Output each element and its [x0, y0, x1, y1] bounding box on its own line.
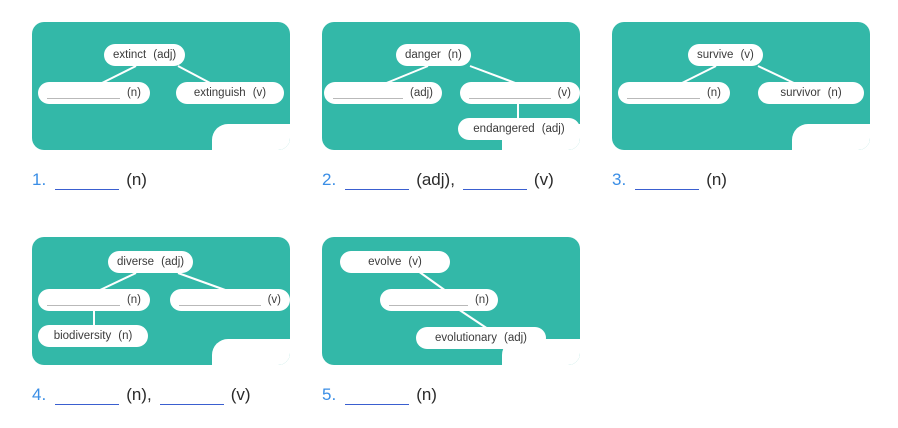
- answer-number-4: 4.: [32, 385, 47, 404]
- answer-pos-4-1: (n),: [126, 385, 152, 404]
- node-left-blank-2[interactable]: [333, 87, 403, 99]
- card-notch-4: [212, 339, 290, 365]
- answer-pos-2-2: (v): [533, 170, 554, 189]
- answer-blank-3-1[interactable]: [635, 174, 700, 190]
- word-family-card-1: extinct (adj) (n) extinguish (v): [32, 22, 290, 150]
- answer-line-2: 2. (adj), (v): [322, 170, 612, 190]
- node-middle-blank-5[interactable]: [389, 294, 468, 306]
- node-root-pos-1: (adj): [153, 49, 177, 61]
- node-root-word-3: survive: [697, 49, 734, 61]
- word-family-card-4: diverse (adj) (n) (v) biodiversity (n): [32, 237, 290, 365]
- connector-lines-4: [93, 272, 229, 327]
- node-root-pos-5: (v): [408, 256, 422, 268]
- node-bottom-pos-5: (adj): [504, 332, 528, 344]
- node-bottom-5: evolutionary (adj): [416, 327, 546, 349]
- node-root-5: evolve (v): [340, 251, 450, 273]
- answer-line-5: 5. (n): [322, 385, 612, 405]
- node-root-pos-3: (v): [740, 49, 754, 61]
- answer-pos-5-1: (n): [416, 385, 437, 404]
- answer-blank-2-1[interactable]: [345, 174, 410, 190]
- node-right-pos-1: (v): [252, 87, 267, 99]
- node-right-blank-2[interactable]: [469, 87, 551, 99]
- connector-lines-3: [679, 65, 797, 85]
- node-left-pos-4: (n): [126, 294, 141, 306]
- answer-number-2: 2.: [322, 170, 337, 189]
- answer-blank-2-2[interactable]: [462, 174, 527, 190]
- node-root-4: diverse (adj): [108, 251, 194, 273]
- node-middle-5[interactable]: (n): [380, 289, 498, 311]
- word-family-card-3: survive (v) (n) survivor (n): [612, 22, 870, 150]
- node-root-word-4: diverse: [117, 256, 155, 268]
- connector-lines-1: [99, 65, 213, 85]
- node-child-pos-4: (n): [118, 330, 133, 342]
- card-notch-3: [792, 124, 870, 150]
- node-left-pos-3: (n): [706, 87, 721, 99]
- node-root-pos-4: (adj): [161, 256, 185, 268]
- answer-blank-1-1[interactable]: [55, 174, 120, 190]
- answer-pos-1-1: (n): [126, 170, 147, 189]
- node-right-word-3: survivor: [780, 87, 821, 99]
- answer-line-3: 3. (n): [612, 170, 898, 190]
- answer-number-1: 1.: [32, 170, 47, 189]
- node-right-pos-3: (n): [827, 87, 842, 99]
- node-child-word-2: endangered: [473, 123, 535, 135]
- node-left-pos-2: (adj): [409, 87, 433, 99]
- node-right-word-1: extinguish: [193, 87, 246, 99]
- word-family-card-2: danger (n) (adj) (v) endangered (adj): [322, 22, 580, 150]
- answer-blank-4-1[interactable]: [55, 389, 120, 405]
- node-root-word-5: evolve: [368, 256, 402, 268]
- answer-blank-4-2[interactable]: [159, 389, 224, 405]
- node-left-1[interactable]: (n): [38, 82, 150, 104]
- node-root-1: extinct (adj): [104, 44, 186, 66]
- node-bottom-word-5: evolutionary: [434, 332, 497, 344]
- answer-number-3: 3.: [612, 170, 627, 189]
- node-left-blank-4[interactable]: [47, 294, 120, 306]
- node-child-4: biodiversity (n): [38, 325, 148, 347]
- connector-lines-2: [383, 65, 519, 120]
- exercise-item-5: evolve (v) (n) evolutionary (adj) 5. (n): [322, 237, 612, 405]
- node-right-4[interactable]: (v): [170, 289, 290, 311]
- word-family-card-5: evolve (v) (n) evolutionary (adj): [322, 237, 580, 365]
- node-child-2: endangered (adj): [458, 118, 580, 140]
- node-child-pos-2: (adj): [541, 123, 565, 135]
- node-left-2[interactable]: (adj): [324, 82, 442, 104]
- answer-line-4: 4. (n), (v): [32, 385, 322, 405]
- node-left-blank-3[interactable]: [627, 87, 700, 99]
- answer-pos-4-2: (v): [230, 385, 251, 404]
- answer-line-1: 1. (n): [32, 170, 322, 190]
- node-child-word-4: biodiversity: [53, 330, 112, 342]
- node-left-4[interactable]: (n): [38, 289, 150, 311]
- node-right-pos-4: (v): [267, 294, 281, 306]
- exercise-item-4: diverse (adj) (n) (v) biodiversity (n) 4. …: [32, 237, 322, 405]
- node-right-pos-2: (v): [557, 87, 571, 99]
- node-right-2[interactable]: (v): [460, 82, 580, 104]
- node-left-blank-1[interactable]: [47, 87, 120, 99]
- node-left-pos-1: (n): [126, 87, 141, 99]
- exercise-item-2: danger (n) (adj) (v) endangered (adj) 2. (…: [322, 22, 612, 190]
- connector-lines-5: [417, 270, 489, 330]
- node-left-3[interactable]: (n): [618, 82, 730, 104]
- node-root-2: danger (n): [396, 44, 471, 66]
- answer-number-5: 5.: [322, 385, 337, 404]
- node-root-word-1: extinct: [113, 49, 147, 61]
- node-root-pos-2: (n): [447, 49, 462, 61]
- node-root-3: survive (v): [688, 44, 763, 66]
- node-root-word-2: danger: [405, 49, 441, 61]
- node-middle-pos-5: (n): [474, 294, 489, 306]
- node-right-3: survivor (n): [758, 82, 864, 104]
- node-right-1: extinguish (v): [176, 82, 284, 104]
- answer-pos-2-1: (adj),: [416, 170, 455, 189]
- node-right-blank-4[interactable]: [179, 294, 261, 306]
- answer-pos-3-1: (n): [706, 170, 727, 189]
- answer-blank-5-1[interactable]: [345, 389, 410, 405]
- exercise-item-1: extinct (adj) (n) extinguish (v) 1. (n): [32, 22, 322, 190]
- card-notch-1: [212, 124, 290, 150]
- exercise-item-3: survive (v) (n) survivor (n) 3. (n): [612, 22, 898, 190]
